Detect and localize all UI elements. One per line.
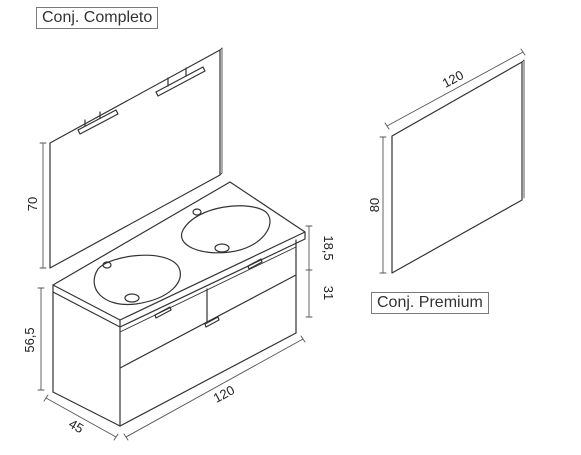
drawer-handles [154, 258, 263, 328]
dim-right-heights [305, 225, 313, 318]
dim-cabinet-depth [43, 394, 119, 441]
mirror [49, 47, 223, 269]
dim-premium-height [379, 136, 387, 274]
basin-right [180, 205, 271, 254]
premium-mirror [391, 59, 525, 274]
dim-mirror-height [39, 142, 47, 269]
dim-text-cabinet-width: 120 [211, 382, 237, 405]
dim-text-cabinet-height: 56,5 [22, 327, 37, 352]
dim-cabinet-height [37, 287, 45, 391]
countertop [52, 181, 306, 328]
mirror-lamp-right [155, 66, 206, 97]
cabinet [52, 239, 297, 427]
dim-text-premium-width: 120 [440, 67, 466, 90]
conj-completo-label: Conj. Completo [36, 7, 159, 29]
dim-cabinet-width [123, 335, 306, 441]
dim-text-cabinet-depth: 45 [66, 416, 86, 436]
dim-text-drawer-height: 31 [321, 286, 336, 300]
mirror-lamp-left [77, 109, 119, 135]
dim-text-mirror-height: 70 [25, 197, 40, 211]
dim-text-premium-height: 80 [367, 198, 382, 212]
dim-text-top-height: 18,5 [321, 235, 336, 260]
basin-left [93, 254, 181, 306]
conj-premium-label: Conj. Premium [371, 292, 489, 314]
dim-premium-width [384, 48, 526, 130]
